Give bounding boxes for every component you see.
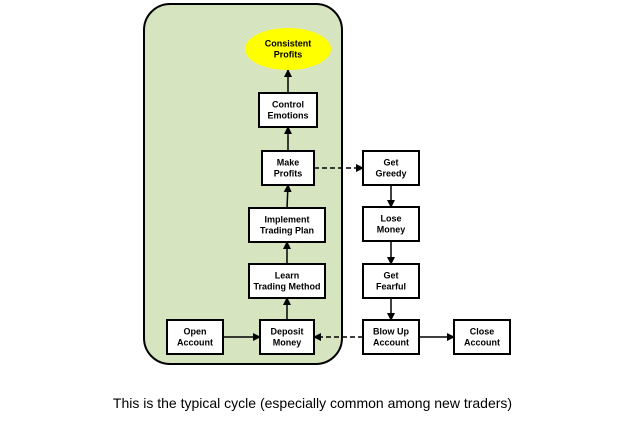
node-box <box>166 319 224 355</box>
node-label-line: Money <box>377 225 406 235</box>
node-label-line: Implement <box>264 215 309 225</box>
node-label-line: Trading Method <box>254 282 321 292</box>
node-box <box>362 263 420 299</box>
node-label-line: Profits <box>274 50 303 60</box>
node-label-line: Get <box>383 158 398 168</box>
node-label-line: Account <box>177 338 213 348</box>
node-label-line: Profits <box>274 169 303 179</box>
diagram-caption: This is the typical cycle (especially co… <box>112 395 513 411</box>
node-box <box>248 207 326 243</box>
node-ellipse <box>245 28 331 70</box>
node-label-line: Deposit <box>270 327 303 337</box>
node-box <box>258 92 318 128</box>
node-label-line: Make <box>277 158 300 168</box>
node-box <box>248 263 326 299</box>
node-box <box>362 319 420 355</box>
nodes-layer: ConsistentProfitsControlEmotionsMakeProf… <box>166 28 511 355</box>
node-label-line: Consistent <box>265 39 312 49</box>
node-label-line: Account <box>464 338 500 348</box>
node-label-line: Emotions <box>267 111 308 121</box>
node-box <box>362 150 420 186</box>
node-box <box>259 319 315 355</box>
node-label-line: Money <box>273 338 302 348</box>
node-label-line: Account <box>373 338 409 348</box>
node-label-line: Close <box>470 327 495 337</box>
node-label-line: Fearful <box>376 282 406 292</box>
node-label-line: Blow Up <box>373 327 409 337</box>
node-box <box>362 206 420 242</box>
edge-implement-trading-plan-to-make-profits <box>283 184 292 209</box>
node-box <box>261 150 315 186</box>
node-label-line: Get <box>383 271 398 281</box>
edges-layer <box>223 69 455 341</box>
node-label-line: Greedy <box>375 169 406 179</box>
node-label-line: Open <box>183 327 206 337</box>
node-label-line: Trading Plan <box>260 226 314 236</box>
node-label-line: Control <box>272 100 304 110</box>
node-label-line: Learn <box>275 271 300 281</box>
node-label-line: Lose <box>380 214 401 224</box>
node-box <box>453 319 511 355</box>
